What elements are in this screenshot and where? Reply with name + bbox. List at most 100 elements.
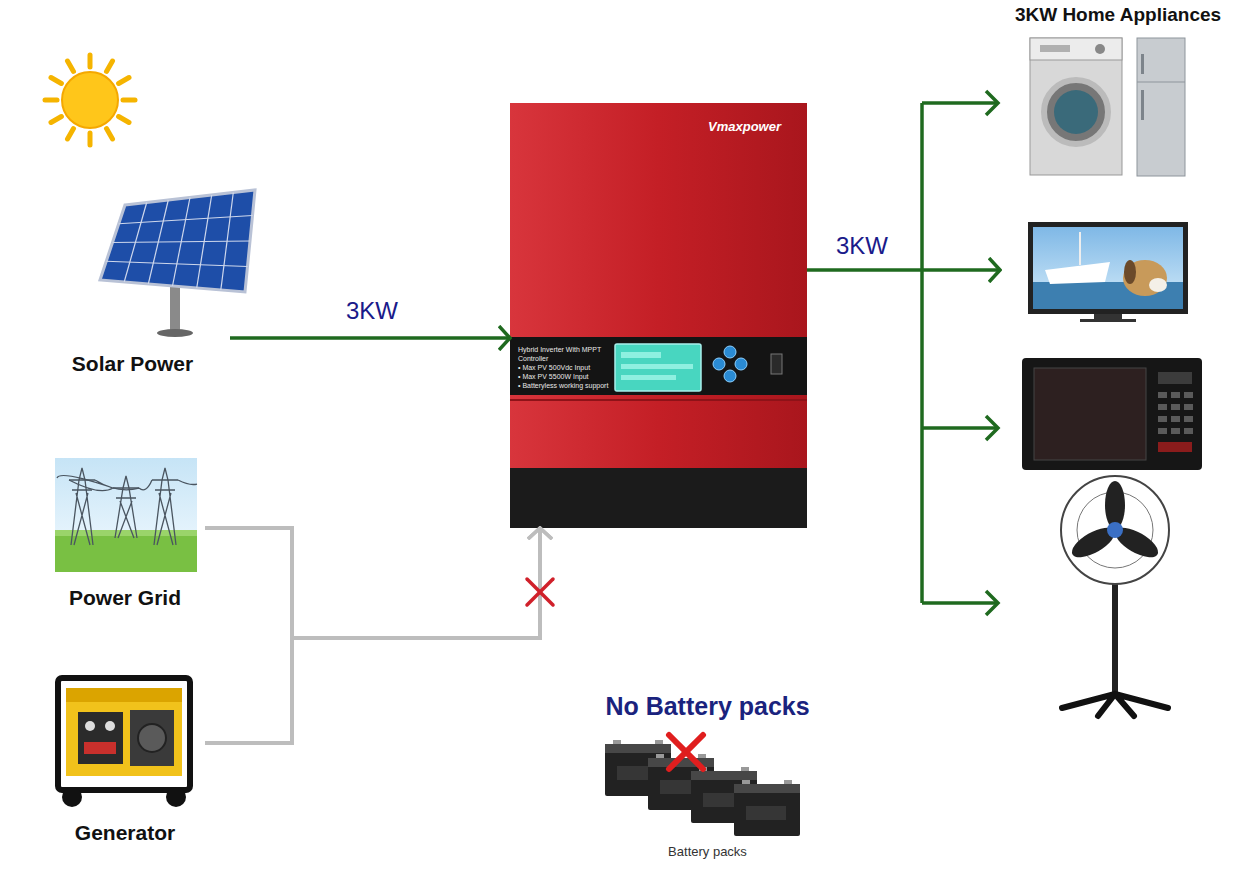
spec-text: Hybrid Inverter With MPPT Controller [518,346,610,363]
microwave-picture [1158,416,1167,422]
battery-picture [734,784,800,793]
fan-picture [1061,476,1169,716]
battery-picture [613,740,621,744]
output-wires [986,416,998,440]
hybrid-inverter: VmaxpowerHybrid Inverter With MPPT Contr… [510,103,807,528]
source-label: Power Grid [69,586,181,610]
microwave-picture [1034,368,1146,460]
washing-machine-picture [1044,80,1108,144]
power-flow-line [807,268,1000,272]
output-wires [922,101,998,105]
generator-picture [130,710,174,766]
fridge-picture [1137,82,1185,83]
solar-panel-picture [100,190,255,292]
inverter-casing [724,370,736,382]
battery-picture [734,780,800,836]
spec-text: • Max PV 500Vdc Input [518,364,610,373]
output-wires [922,91,998,615]
fridge-picture [1141,54,1144,74]
picture-caption: Battery packs [668,844,747,860]
power-flow-line [230,336,510,340]
washing-machine-picture [1030,38,1122,60]
washing-machine-picture [1030,38,1122,175]
microwave-picture [1022,358,1202,470]
sun-icon [68,61,74,71]
battery-picture [691,771,757,780]
microwave-picture [1158,392,1167,398]
blocked-input-mark [527,579,553,605]
washing-machine-picture [1054,90,1098,134]
spec-text: • Max PV 5500W Input [518,373,610,382]
sun-icon [45,55,135,145]
inverter-casing [510,103,807,528]
microwave-picture [1022,358,1202,470]
battery-picture [734,784,800,836]
battery-picture [669,735,703,769]
battery-picture [784,780,792,784]
sun-icon [51,117,61,123]
inverter-casing [713,358,725,370]
sun-icon [45,55,135,145]
battery-picture [741,767,749,771]
tv-picture [1149,278,1167,292]
generator-picture [138,724,166,752]
tv-picture [1080,319,1136,322]
output-wires [986,91,998,115]
microwave-picture [1171,404,1180,410]
solar-panel-picture [106,193,252,291]
battery-picture [655,740,663,744]
generator-picture [58,678,190,790]
output-wires [920,103,924,603]
solar-panel-picture [170,286,180,332]
solar-panel-picture [106,261,247,266]
inverter-casing [771,354,782,374]
solar-panel-picture [113,241,251,243]
fan-picture [1105,481,1125,529]
sun-icon [45,98,57,103]
generator-picture [66,688,182,702]
tv-picture [1094,314,1122,319]
fridge-picture [1137,38,1185,176]
note-heading: No Battery packs [605,692,809,720]
generator-picture [166,787,186,807]
microwave-picture [1158,372,1192,384]
sun-icon [119,78,129,84]
solar-panel-picture [157,329,193,337]
power-flow-line [205,528,540,638]
washing-machine-picture [1095,44,1105,54]
generator-picture [66,688,182,776]
fridge-picture [1141,90,1144,120]
fan-picture [1112,584,1118,694]
microwave-picture [1158,392,1193,434]
inverter-casing [615,344,701,391]
generator-picture [62,787,82,807]
grid-source: Power Grid [45,450,205,615]
sun-icon [51,78,61,84]
sun-icon [62,72,118,128]
spec-text: • Batteryless working support [518,382,610,391]
fan-picture [1062,694,1168,716]
output-wires [922,426,998,430]
power-flow-line [205,528,540,743]
power-label: 3KW [346,298,398,324]
blocked-input-mark [527,579,553,605]
power-grid-picture [113,476,139,538]
battery-picture [605,735,800,836]
group-heading: 3KW Home Appliances [1015,3,1221,27]
battery-picture [742,780,750,784]
battery-picture [669,735,703,769]
appliance-group: 3KW Home Appliances [1000,3,1236,718]
inverter-casing [510,103,807,528]
battery-picture [698,754,706,758]
power-grid-picture [152,468,178,545]
solar-source: Solar Power [35,180,230,380]
inverter-casing [510,399,807,401]
tv-picture [1028,222,1188,322]
power-grid-picture [55,458,197,572]
solar-panel-picture [100,190,255,337]
generator-source: Generator [45,660,205,850]
tv-picture [1028,222,1188,314]
